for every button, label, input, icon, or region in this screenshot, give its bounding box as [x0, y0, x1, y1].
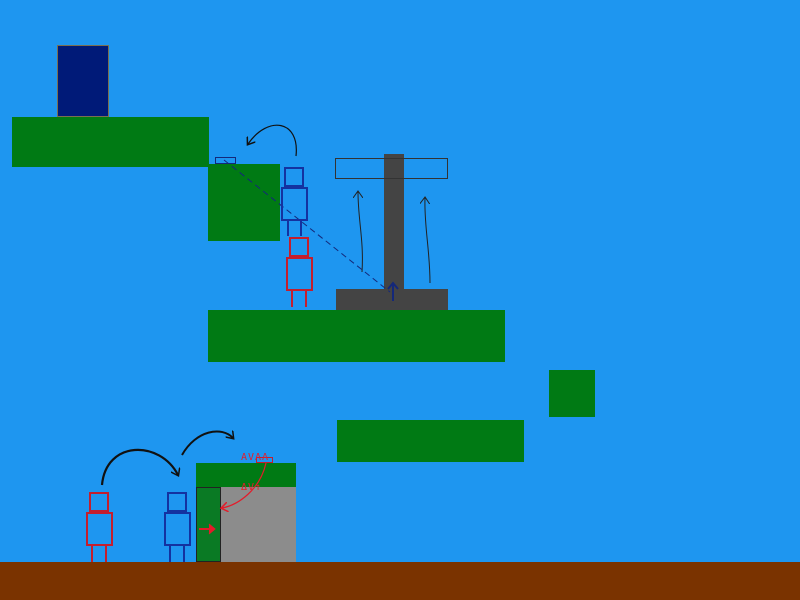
pressure-plate-red [256, 457, 273, 463]
platform-lower [337, 420, 524, 462]
curved-arrow-icon [181, 431, 233, 456]
platform-small-floating [549, 370, 595, 417]
curved-arrow-icon [425, 198, 431, 284]
pressure-plate-blue [215, 157, 236, 164]
red-character-top [286, 237, 313, 307]
exit-door [57, 45, 109, 117]
platform-top-left [12, 117, 209, 167]
lift-platform-outline [335, 158, 448, 179]
annotation-line-2: ΔV↑ [241, 482, 263, 493]
annotation-text: AVAA ΔV↑ [241, 433, 269, 513]
curved-arrow-icon [248, 124, 297, 157]
red-character-bottom [86, 492, 113, 562]
curved-arrow-icon [100, 448, 178, 486]
lift-base [336, 289, 448, 310]
platform-middle [208, 310, 505, 362]
ground [0, 562, 800, 600]
annotation-line-1: AVAA [241, 452, 270, 463]
green-gate [196, 487, 221, 562]
blue-character-top [281, 167, 308, 236]
platform-block-upper [208, 164, 280, 241]
blue-character-bottom [164, 492, 191, 562]
curved-arrow-icon [358, 192, 362, 273]
